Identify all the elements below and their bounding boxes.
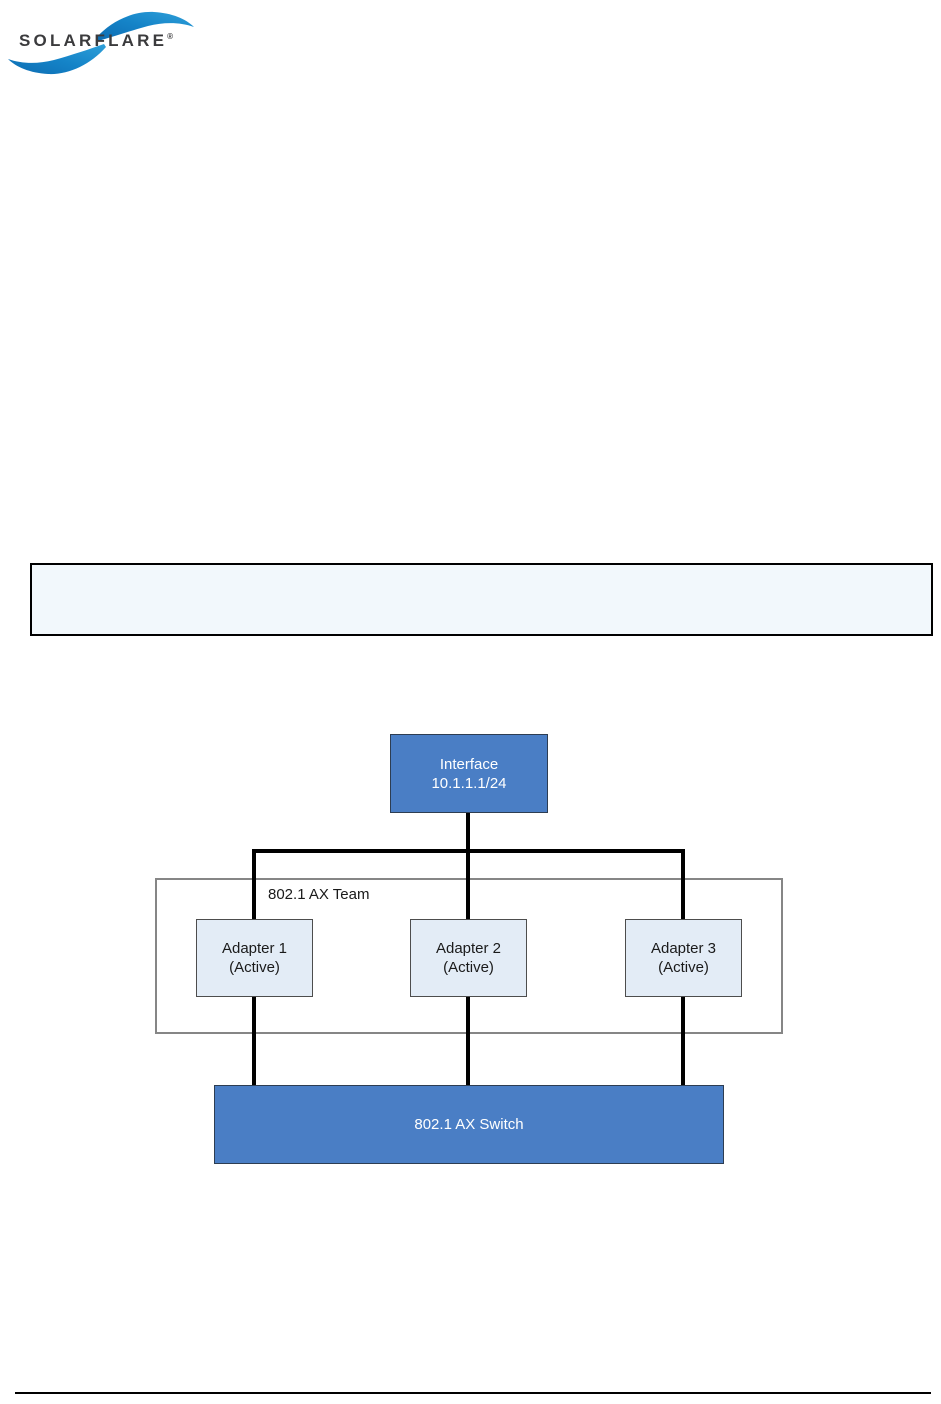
logo-wordmark: SOLARFLARE® bbox=[19, 31, 173, 51]
adapter-1-name: Adapter 1 bbox=[221, 940, 288, 957]
adapter-3-name: Adapter 3 bbox=[650, 940, 717, 957]
team-group-label: 802.1 AX Team bbox=[268, 886, 370, 903]
connector-bus-to-adapter-3 bbox=[681, 849, 685, 920]
connector-bus-horizontal bbox=[252, 849, 685, 853]
adapter-3-status: (Active) bbox=[658, 959, 709, 976]
connector-bus-to-adapter-1 bbox=[252, 849, 256, 920]
connector-adapter-1-to-switch bbox=[252, 995, 256, 1087]
switch-node-label: 802.1 AX Switch bbox=[414, 1116, 524, 1133]
interface-node-line1: Interface bbox=[439, 755, 499, 773]
registered-trademark-symbol: ® bbox=[167, 32, 174, 41]
footer-rule bbox=[15, 1392, 931, 1394]
solarflare-logo: SOLARFLARE® bbox=[6, 4, 196, 84]
adapter-2-name: Adapter 2 bbox=[435, 940, 502, 957]
connector-adapter-2-to-switch bbox=[466, 995, 470, 1087]
adapter-2-node: Adapter 2 (Active) bbox=[410, 919, 527, 997]
interface-node-line2: 10.1.1.1/24 bbox=[431, 774, 507, 792]
switch-node: 802.1 AX Switch bbox=[214, 1085, 724, 1164]
adapter-3-node: Adapter 3 (Active) bbox=[625, 919, 742, 997]
note-box bbox=[30, 563, 933, 636]
connector-adapter-3-to-switch bbox=[681, 995, 685, 1087]
adapter-2-status: (Active) bbox=[443, 959, 494, 976]
interface-node: Interface 10.1.1.1/24 bbox=[390, 734, 548, 813]
adapter-1-node: Adapter 1 (Active) bbox=[196, 919, 313, 997]
logo-text: SOLARFLARE bbox=[19, 31, 168, 50]
solarflare-swoosh-icon bbox=[8, 11, 194, 75]
connector-interface-to-bus bbox=[466, 812, 470, 920]
adapter-1-status: (Active) bbox=[229, 959, 280, 976]
